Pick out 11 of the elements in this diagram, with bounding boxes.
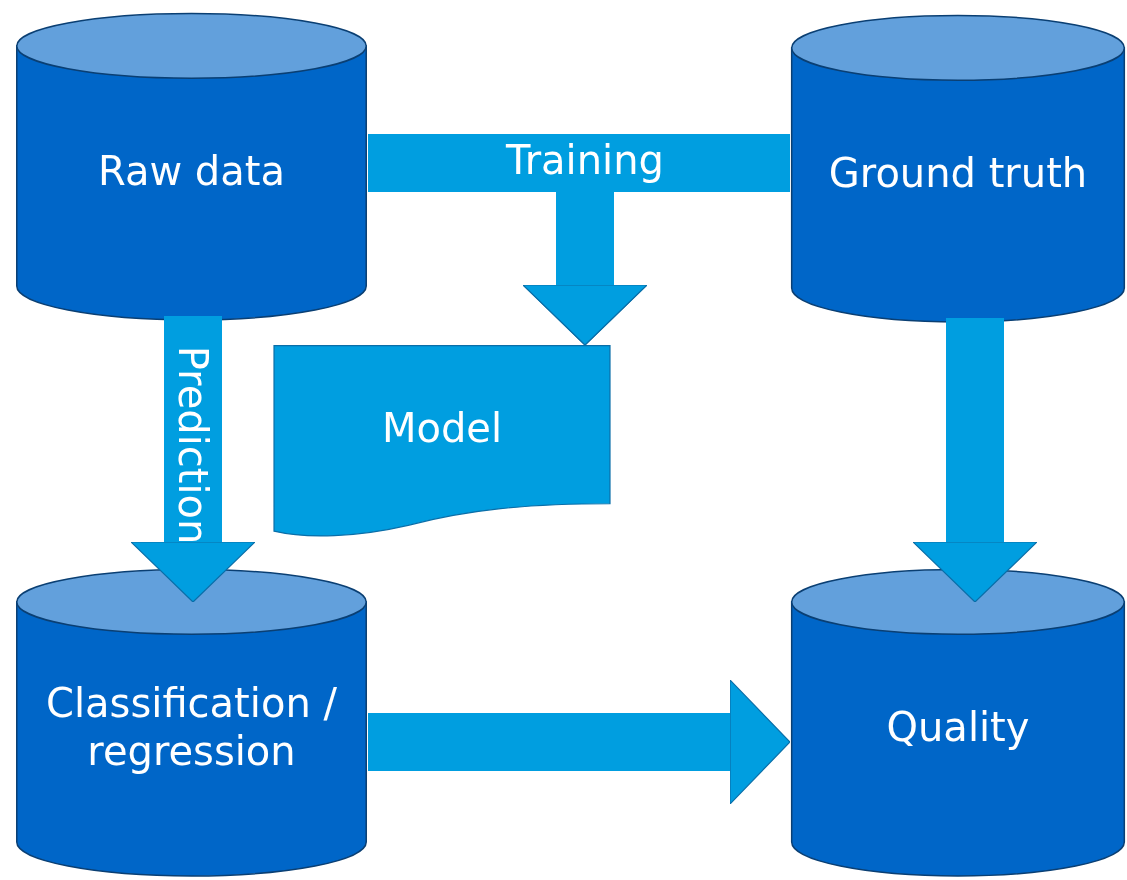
edge-label: Prediction: [170, 345, 216, 545]
edge-label: Training: [506, 137, 664, 183]
block-arrow: [130, 316, 256, 603]
block-arrow: [368, 679, 791, 805]
node-label: Classification / regression: [45, 679, 338, 775]
block-arrow: [912, 318, 1038, 603]
node-label: Raw data: [97, 147, 286, 195]
block-arrow: [522, 134, 790, 346]
node-label: Quality: [885, 703, 1031, 751]
node-label: Model: [380, 404, 504, 452]
node-label: Ground truth: [827, 149, 1089, 197]
